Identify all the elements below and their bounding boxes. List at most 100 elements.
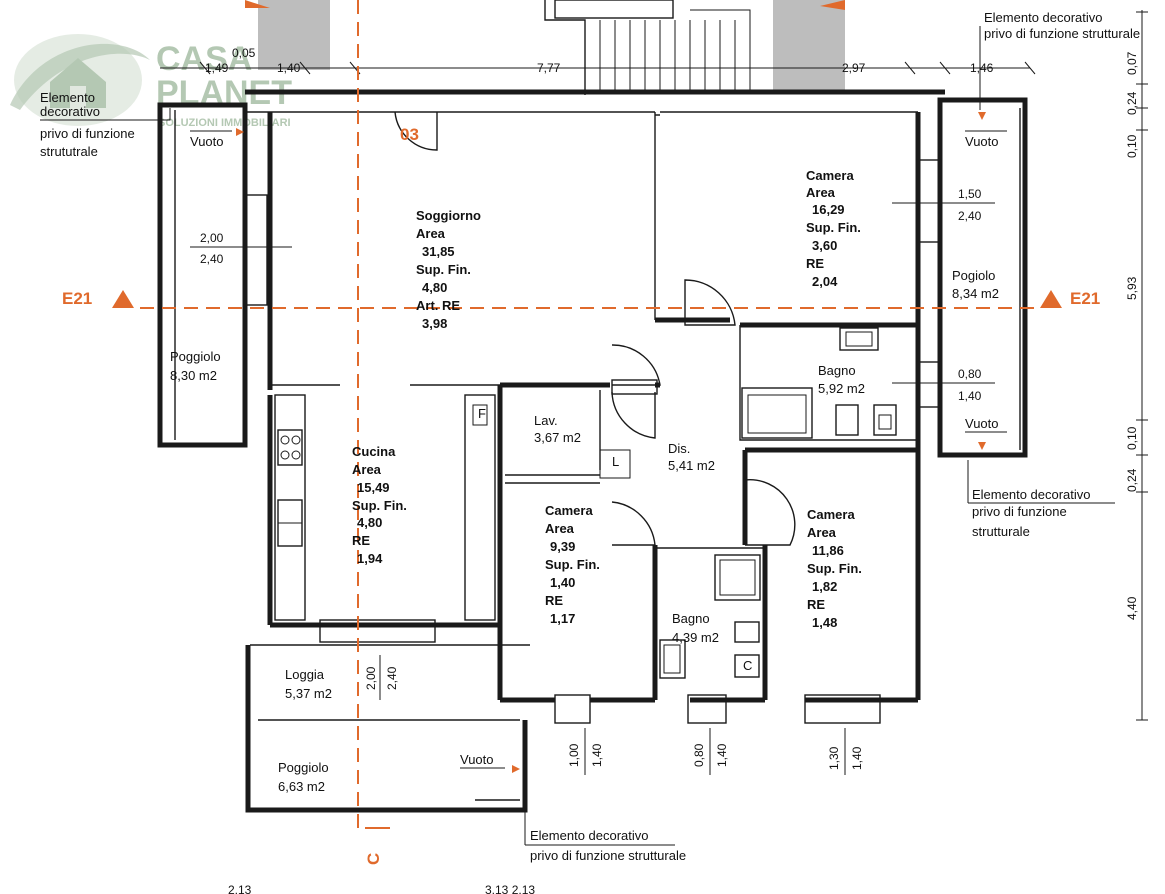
room-name: Lav.: [534, 413, 558, 428]
room-line: Area: [806, 185, 836, 200]
bagno-top-fixtures: [741, 327, 897, 439]
room-line: Art. RE: [416, 298, 460, 313]
washbasin-icon: [659, 639, 686, 679]
room-line: Area: [416, 226, 446, 241]
room-line: 5,41 m2: [668, 458, 715, 473]
toilet-icon: [835, 404, 859, 436]
room-name: Bagno: [818, 363, 856, 378]
room-poggiolo-bottom: Poggiolo 6,63 m2: [278, 760, 329, 794]
vuoto-labels: Vuoto Vuoto Vuoto Vuoto: [190, 130, 1007, 769]
room-line: 1,94: [357, 551, 383, 566]
toilet-icon: [734, 621, 760, 643]
room-line: 8,30 m2: [170, 368, 217, 383]
dim: 0,24: [1125, 468, 1139, 492]
room-name: Poggiolo: [170, 349, 221, 364]
dim: 2,40: [958, 209, 982, 223]
staircase: [544, 0, 751, 95]
room-name: Bagno: [672, 611, 710, 626]
bathtub-icon: [741, 387, 813, 439]
room-line: 8,34 m2: [952, 286, 999, 301]
dim: 3,13 2,13: [485, 883, 535, 894]
room-line: 3,98: [422, 316, 447, 331]
right-dimension-line: 0,07 0,24 0,10 5,93 0,10 0,24 4,40: [1125, 10, 1148, 721]
shower-icon: [714, 554, 761, 601]
room-name: Camera: [807, 507, 855, 522]
dim: 0,80: [692, 743, 706, 767]
room-name: Camera: [545, 503, 593, 518]
room-line: RE: [545, 593, 563, 608]
dim: 0,10: [1125, 134, 1139, 158]
dim: 1,50: [958, 187, 982, 201]
marker-arrows: [236, 112, 986, 773]
section-arrow-icon: [1040, 290, 1062, 308]
room-line: 1,17: [550, 611, 575, 626]
note-bottom: Elemento decorativo privo di funzione st…: [524, 805, 686, 863]
section-cuts: E21 E21 C: [62, 0, 1100, 865]
vuoto-label: Vuoto: [190, 134, 224, 149]
room-pogiolo-right: Pogiolo 8,34 m2: [952, 268, 999, 301]
dim: 0,07: [1125, 51, 1139, 75]
room-lav: Lav. 3,67 m2: [534, 413, 581, 445]
bottom-partial-dims: 2,13 3,13 2,13: [228, 883, 535, 894]
note-line: privo di funzione strutturale: [984, 26, 1140, 41]
windows: [244, 159, 941, 724]
dim: 5,93: [1125, 276, 1139, 300]
dim: 4,40: [1125, 596, 1139, 620]
room-loggia: Loggia 5,37 m2: [285, 667, 332, 701]
note-line: Elemento decorativo: [984, 10, 1103, 25]
room-name: Pogiolo: [952, 268, 995, 283]
dim: 2,13: [228, 883, 252, 894]
room-poggiolo-left: Poggiolo 8,30 m2: [170, 349, 221, 383]
dim-top-0: 0,05: [232, 46, 256, 60]
dim: 0,10: [1125, 426, 1139, 450]
room-line: 1,82: [812, 579, 837, 594]
washbasin-icon: [839, 327, 879, 351]
bidet-icon: [734, 654, 760, 678]
walls: [157, 89, 1028, 813]
section-e21-left: E21: [62, 289, 92, 308]
unit-number: 03: [400, 125, 419, 144]
dim: 1,00: [567, 743, 581, 767]
dim: 1,40: [715, 743, 729, 767]
room-camera-top: Camera Area 16,29 Sup. Fin. 3,60 RE 2,04: [806, 168, 861, 289]
room-line: 1,48: [812, 615, 837, 630]
vuoto-label: Vuoto: [460, 752, 494, 767]
room-line: 4,80: [357, 515, 382, 530]
fixture-l: L: [612, 454, 619, 469]
note-line: decorativo: [40, 104, 100, 119]
dim: 2,40: [200, 252, 224, 266]
vuoto-label: Vuoto: [965, 416, 999, 431]
room-line: RE: [807, 597, 825, 612]
note-line: Elemento decorativo: [972, 487, 1091, 502]
room-camera-right: Camera Area 11,86 Sup. Fin. 1,82 RE 1,48: [807, 507, 862, 630]
room-line: 3,60: [812, 238, 837, 253]
section-arrow-icon: [112, 290, 134, 308]
kitchen-fixtures: F: [274, 394, 496, 621]
dim: 2,40: [385, 666, 399, 690]
room-line: 15,49: [357, 480, 390, 495]
room-line: 11,86: [812, 543, 844, 558]
dim: 2,00: [364, 666, 378, 690]
room-cucina: Cucina Area 15,49 Sup. Fin. 4,80 RE 1,94: [352, 444, 407, 566]
room-line: 4,39 m2: [672, 630, 719, 645]
adjacent-wall-right: [773, 0, 845, 90]
logo-house-icon: [50, 58, 106, 108]
dim: 0,24: [1125, 91, 1139, 115]
dim: 2,00: [200, 231, 224, 245]
room-line: Sup. Fin.: [545, 557, 600, 572]
room-line: Area: [545, 521, 575, 536]
room-dis: Dis. 5,41 m2: [668, 441, 715, 473]
logo-tagline: SOLUZIONI IMMOBILIARI: [158, 117, 291, 129]
room-line: 9,39: [550, 539, 575, 554]
room-line: Sup. Fin.: [806, 220, 861, 235]
note-line: Elemento decorativo: [530, 828, 649, 843]
room-line: 5,37 m2: [285, 686, 332, 701]
room-line: 3,67 m2: [534, 430, 581, 445]
dim-top-5: 1,46: [970, 61, 994, 75]
room-name: Soggiorno: [416, 208, 481, 223]
note-line: privo di funzione strutturale: [530, 848, 686, 863]
note-line: privo di funzione: [40, 126, 135, 141]
room-name: Poggiolo: [278, 760, 329, 775]
dim-top-4: 2,97: [842, 61, 866, 75]
room-line: 16,29: [812, 202, 845, 217]
